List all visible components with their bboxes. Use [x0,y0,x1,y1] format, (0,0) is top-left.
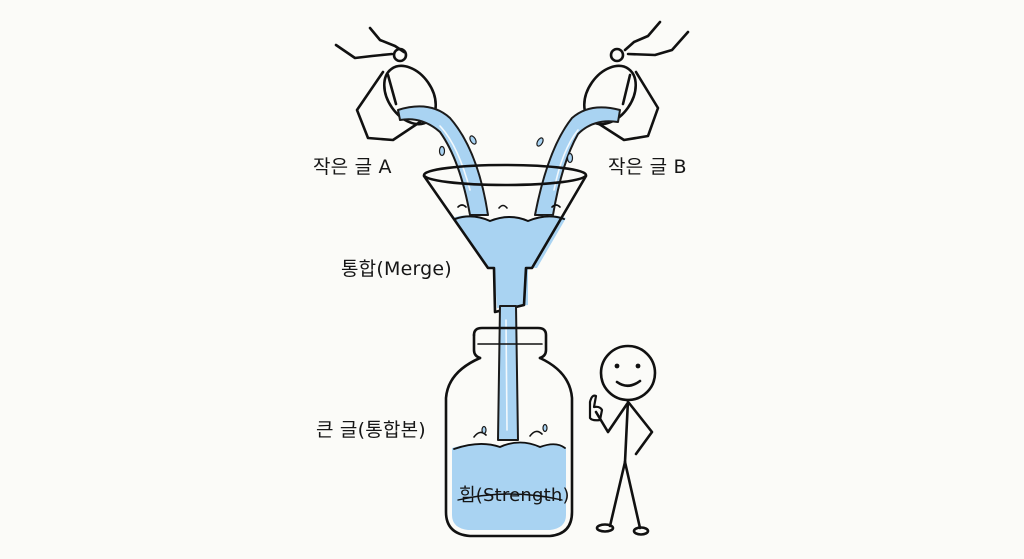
label-small-text-a: 작은 글 A [313,156,392,178]
thumbs-up-icon [588,394,604,422]
water-stream-a [397,105,489,216]
water-stream-merged [497,305,519,441]
funnel-icon [422,163,588,314]
label-merge: 통합(Merge) [341,258,452,280]
water-droplets [438,135,574,164]
label-big-text: 큰 글(통합본) [316,419,426,441]
label-strength: 힘(Strength) [459,485,570,506]
hand-a-icon [334,26,408,63]
stick-figure-icon [588,344,657,536]
hand-b-icon [609,20,690,63]
label-small-text-b: 작은 글 B [608,156,687,178]
jar-icon [444,326,574,538]
